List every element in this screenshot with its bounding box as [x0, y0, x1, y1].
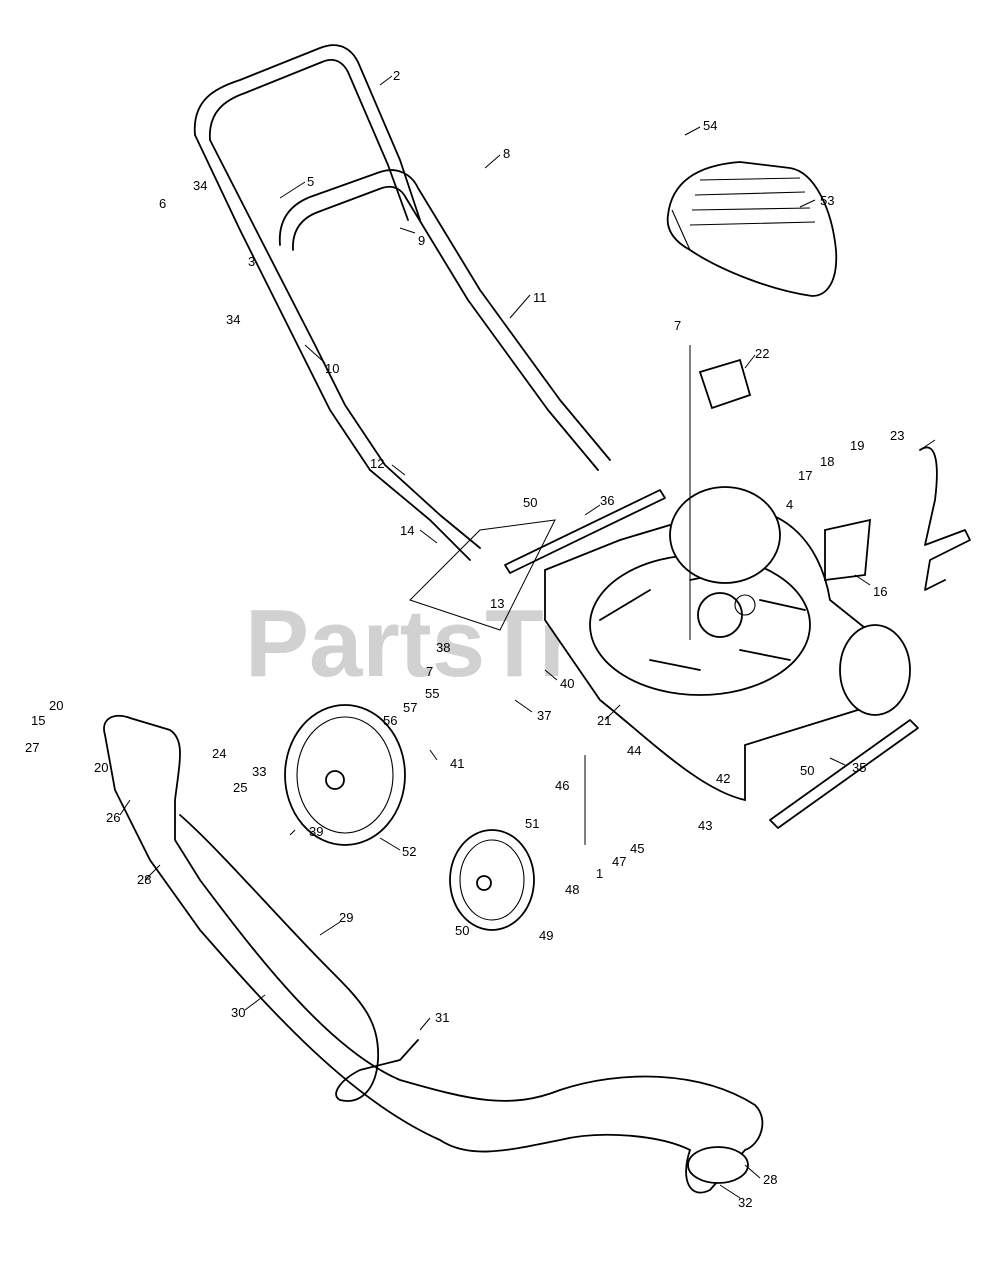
callout-44: 44 — [627, 743, 641, 758]
callout-27: 27 — [25, 740, 39, 755]
callout-21: 21 — [597, 713, 611, 728]
callout-25: 25 — [233, 780, 247, 795]
callout-9: 9 — [418, 233, 425, 248]
callout-45: 45 — [630, 841, 644, 856]
callout-8: 8 — [503, 146, 510, 161]
callout-35: 35 — [852, 760, 866, 775]
bracket-22 — [698, 358, 752, 410]
deflector-cover — [666, 161, 838, 297]
callout-54: 54 — [703, 118, 717, 133]
callout-34: 34 — [193, 178, 207, 193]
callout-22: 22 — [755, 346, 769, 361]
callout-34: 34 — [226, 312, 240, 327]
right-wheel — [669, 486, 911, 716]
upper-handle — [193, 44, 481, 561]
callout-20: 20 — [94, 760, 108, 775]
bracket-16 — [824, 518, 872, 582]
callout-5: 5 — [307, 174, 314, 189]
callout-50: 50 — [455, 923, 469, 938]
callout-48: 48 — [565, 882, 579, 897]
callout-2: 2 — [393, 68, 400, 83]
callout-6: 6 — [159, 196, 166, 211]
callout-12: 12 — [370, 456, 384, 471]
callout-38: 38 — [436, 640, 450, 655]
front-wheel — [449, 829, 535, 931]
callout-50: 50 — [523, 495, 537, 510]
callout-18: 18 — [820, 454, 834, 469]
callout-4: 4 — [786, 497, 793, 512]
callout-37: 37 — [537, 708, 551, 723]
callout-30: 30 — [231, 1005, 245, 1020]
callout-3: 3 — [248, 254, 255, 269]
callout-36: 36 — [600, 493, 614, 508]
lower-handle — [278, 169, 611, 471]
callout-10: 10 — [325, 361, 339, 376]
callout-42: 42 — [716, 771, 730, 786]
callout-20: 20 — [49, 698, 63, 713]
callout-28: 28 — [763, 1172, 777, 1187]
callout-32: 32 — [738, 1195, 752, 1210]
callout-17: 17 — [798, 468, 812, 483]
callout-19: 19 — [850, 438, 864, 453]
callout-55: 55 — [425, 686, 439, 701]
vacuum-tube — [103, 714, 764, 1194]
callout-26: 26 — [106, 810, 120, 825]
callout-49: 49 — [539, 928, 553, 943]
callout-16: 16 — [873, 584, 887, 599]
callout-7: 7 — [674, 318, 681, 333]
callout-28: 28 — [137, 872, 151, 887]
callout-51: 51 — [525, 816, 539, 831]
blower-housing — [544, 507, 892, 802]
callout-23: 23 — [890, 428, 904, 443]
axle-rod — [504, 489, 666, 574]
callout-43: 43 — [698, 818, 712, 833]
callout-53: 53 — [820, 193, 834, 208]
callout-41: 41 — [450, 756, 464, 771]
callout-24: 24 — [212, 746, 226, 761]
callout-labels: 2 54 8 34 5 6 53 9 3 11 34 7 22 10 23 19… — [25, 68, 904, 1210]
callout-46: 46 — [555, 778, 569, 793]
callout-7: 7 — [426, 664, 433, 679]
callout-39: 39 — [309, 824, 323, 839]
rear-wheel — [284, 704, 406, 846]
callout-11: 11 — [533, 290, 547, 305]
callout-33: 33 — [252, 764, 266, 779]
callout-1: 1 — [596, 866, 603, 881]
leader-lines — [119, 75, 936, 1199]
callout-52: 52 — [402, 844, 416, 859]
callout-50: 50 — [800, 763, 814, 778]
callout-56: 56 — [383, 713, 397, 728]
callout-47: 47 — [612, 854, 626, 869]
callout-40: 40 — [560, 676, 574, 691]
axle-bar — [769, 719, 919, 829]
callout-13: 13 — [490, 596, 504, 611]
callout-57: 57 — [403, 700, 417, 715]
callout-31: 31 — [435, 1010, 449, 1025]
callout-29: 29 — [339, 910, 353, 925]
support-rod — [179, 814, 419, 1102]
callout-14: 14 — [400, 523, 414, 538]
height-adjuster — [919, 446, 971, 591]
callout-15: 15 — [31, 713, 45, 728]
